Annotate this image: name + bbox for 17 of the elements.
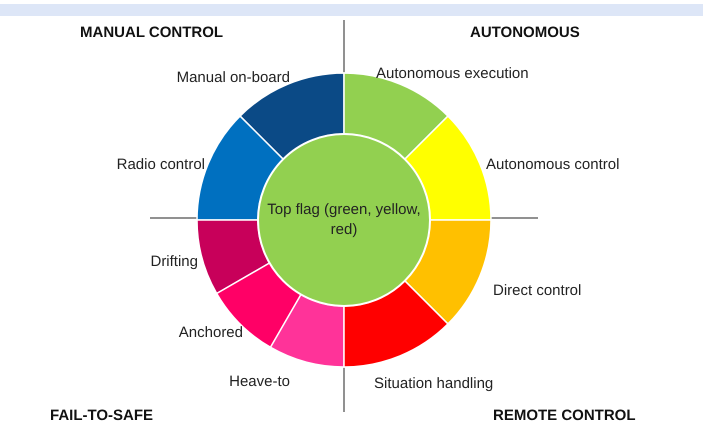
ring-sector xyxy=(270,294,345,368)
ring-sector xyxy=(196,219,270,294)
sector-label: Direct control xyxy=(493,282,582,300)
sector-label: Autonomous execution xyxy=(376,65,529,83)
sector-label: Radio control xyxy=(116,156,205,174)
sector-label: Anchored xyxy=(178,324,243,342)
sector-label: Situation handling xyxy=(374,375,494,393)
sector-label: Autonomous control xyxy=(486,156,620,174)
sector-label: Manual on-board xyxy=(176,69,290,87)
quadrant-heading: FAIL-TO-SAFE xyxy=(50,407,154,425)
ring-sector xyxy=(404,219,492,325)
sector-label: Heave-to xyxy=(229,373,290,391)
quadrant-heading: MANUAL CONTROL xyxy=(80,24,224,42)
sector-label: Drifting xyxy=(150,253,198,271)
ring-sector xyxy=(343,280,449,368)
quadrant-heading: AUTONOMOUS xyxy=(470,24,580,42)
quadrant-heading: REMOTE CONTROL xyxy=(493,407,636,425)
